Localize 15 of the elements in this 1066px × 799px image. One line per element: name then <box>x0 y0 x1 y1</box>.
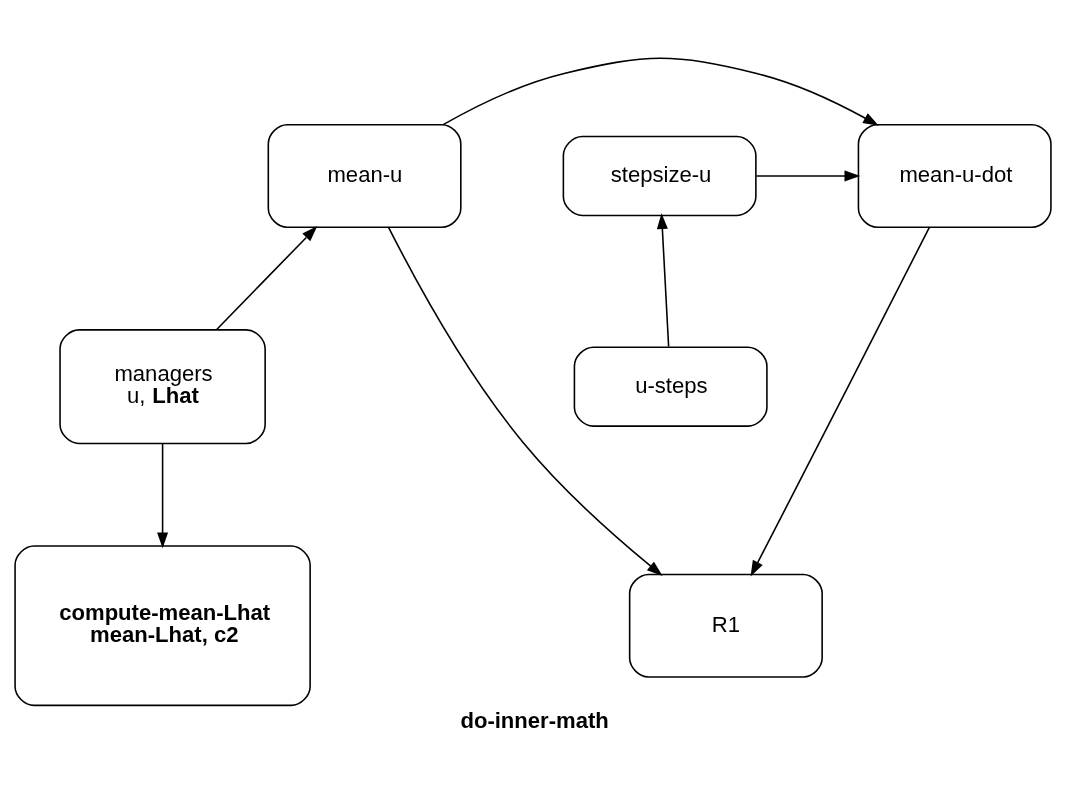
diagram-title: do-inner-math <box>460 707 609 733</box>
arrow <box>442 57 879 126</box>
node-box: managers u, Lhat <box>59 328 266 444</box>
node-box: u-steps <box>573 345 768 427</box>
node-box: mean-u-dot <box>857 123 1052 228</box>
arrow <box>755 170 861 182</box>
arrow <box>750 226 931 576</box>
node-box: stepsize-u <box>562 135 757 216</box>
arrow <box>157 442 169 548</box>
arrow <box>387 226 663 576</box>
node-box: compute-mean-Lhat mean-Lhat, c2 <box>14 544 311 706</box>
node-box: mean-u <box>267 123 462 228</box>
arrow <box>215 225 318 330</box>
arrow <box>656 212 670 347</box>
node-box: R1 <box>628 573 823 678</box>
